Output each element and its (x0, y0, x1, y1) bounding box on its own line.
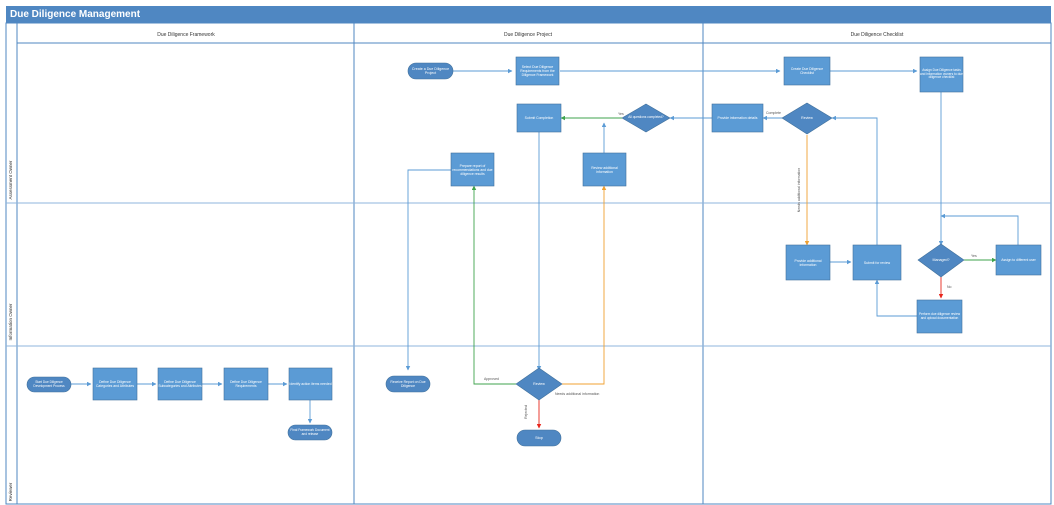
node-identify-actions[interactable]: Identify action items needed (288, 367, 333, 401)
node-managed[interactable]: Managed? (917, 243, 965, 278)
node-define-subcategories[interactable]: Define Due Diligence Subcategories and A… (157, 367, 203, 401)
node-stop[interactable]: Stop (516, 429, 562, 447)
title-bar (6, 6, 1051, 23)
node-label: All questions completed? (628, 115, 664, 120)
edge-label-managed-no: No (947, 285, 952, 289)
node-label: Managed? (932, 257, 950, 262)
node-define-requirements[interactable]: Define Due Diligence Requirements (223, 367, 269, 401)
column-header-project: Due Diligence Project (504, 32, 553, 38)
node-provide-info-owner[interactable]: Provide information details (711, 103, 764, 133)
edge-label-needs-more-info: Needs additional information (555, 392, 599, 396)
node-label: Receive Report on Due Diligence (390, 380, 426, 388)
node-label: Assign to different user (1001, 258, 1036, 262)
edge-label-needs-additional: Needs additional information (797, 168, 801, 212)
edge-perform-to-submit (874, 279, 917, 317)
node-receive-report[interactable]: Receive Report on Due Diligence (385, 375, 431, 393)
node-final-framework[interactable]: Final Framework Document and release (287, 424, 333, 441)
node-label: Define Due Diligence Requirements (230, 380, 262, 388)
node-label: Define Due Diligence Categories and Attr… (95, 380, 135, 388)
node-review-additional-info[interactable]: Review additional information (582, 152, 627, 187)
edge-report-to-receive (405, 169, 451, 371)
edge-label-rejected: Rejected (524, 405, 528, 419)
node-label: Create a Due Diligence Project (411, 66, 450, 75)
lane-label-assessment-owner: Assessment Owner (8, 160, 13, 200)
edge-label-managed-yes: Yes (971, 254, 977, 258)
node-label: Assign Due Diligence tasks and informati… (920, 67, 963, 80)
edge-review-needs-info-project (562, 185, 607, 385)
edge-submit-review-to-checklist-review (831, 115, 878, 245)
node-label: Perform due diligence review and upload … (918, 311, 961, 320)
node-label: Stop (535, 435, 543, 440)
node-assign-task-lead[interactable]: Assign to different user (995, 244, 1042, 276)
column-header-checklist: Due Diligence Checklist (851, 32, 904, 38)
diagram-title: Due Diligence Management (10, 9, 141, 20)
node-label: Submit for review (863, 260, 891, 265)
node-perform-due-diligence[interactable]: Perform due diligence review and upload … (916, 299, 963, 334)
node-start-dev[interactable]: Start Due Diligence Development Process (26, 376, 72, 393)
edge-review-approved (471, 185, 516, 385)
lane-label-information-owner: Information Owner (8, 303, 13, 341)
node-label: Review additional information (591, 165, 618, 174)
node-provide-additional[interactable]: Provide additional information (785, 244, 831, 281)
column-header-framework: Due Diligence Framework (157, 32, 215, 38)
node-label: Review (533, 381, 545, 386)
node-label: Prepare report of recommendations and du… (452, 163, 493, 176)
edge-assign-lead-back (940, 213, 1019, 245)
node-prepare-report[interactable]: Prepare report of recommendations and du… (450, 152, 495, 187)
node-create-project[interactable]: Create a Due Diligence Project (407, 62, 454, 80)
connectors (71, 68, 1019, 429)
node-label: Select Due Diligence Requirements from t… (520, 65, 555, 77)
node-submit-for-review[interactable]: Submit for review (852, 244, 902, 281)
node-label: Identify action items needed (289, 382, 332, 386)
node-label: Define Due Diligence Subcategories and A… (158, 380, 202, 388)
lane-label-reviewer: Reviewer (8, 482, 13, 501)
node-review-project[interactable]: Review (515, 367, 563, 401)
node-assign-tasks[interactable]: Assign Due Diligence tasks and informati… (919, 56, 964, 93)
node-label: Review (801, 115, 813, 120)
node-label: Submit Completion (524, 116, 554, 120)
node-label: Provide information details (717, 116, 758, 120)
node-label: Provide additional information (794, 258, 822, 267)
node-label: Create Due Diligence Checklist (790, 67, 824, 75)
edge-label-completed: Complete (766, 111, 781, 115)
node-review-checklist[interactable]: Review (781, 102, 833, 135)
edge-label-approved: Approved (484, 377, 499, 381)
node-define-categories[interactable]: Define Due Diligence Categories and Attr… (92, 367, 138, 401)
edge-label-yes: Yes (618, 112, 624, 116)
node-label: Start Due Diligence Development Process (33, 379, 65, 388)
node-all-answered[interactable]: All questions completed? (621, 103, 671, 133)
node-create-checklist[interactable]: Create Due Diligence Checklist (783, 56, 831, 86)
node-label: Final Framework Document and release (290, 427, 330, 436)
node-select-template[interactable]: Select Due Diligence Requirements from t… (515, 56, 560, 86)
node-submit-completion[interactable]: Submit Completion (516, 103, 562, 133)
